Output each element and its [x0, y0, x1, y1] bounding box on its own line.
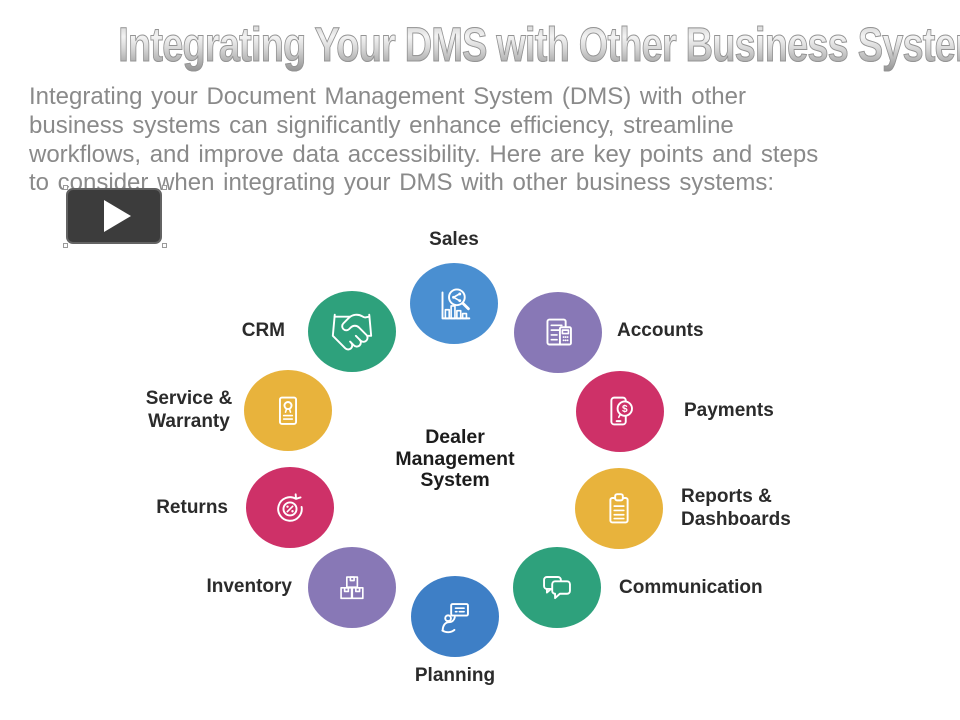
- accounts-label: Accounts: [617, 320, 704, 341]
- diagram-node-accounts: [514, 292, 602, 373]
- play-button[interactable]: [66, 188, 162, 244]
- crm-label: CRM: [241, 320, 285, 341]
- payments-label: Payments: [684, 400, 774, 421]
- selection-handle-se[interactable]: [162, 243, 167, 248]
- sales-label: Sales: [429, 229, 479, 250]
- diagram-node-planning: [411, 576, 499, 657]
- diagram-node-crm: [308, 291, 396, 372]
- diagram-node-payments: $: [576, 371, 664, 452]
- invoice-calculator-icon: [546, 318, 572, 345]
- chat-bubbles-icon: [543, 575, 571, 599]
- play-icon: [104, 200, 131, 232]
- inventory-label: Inventory: [206, 576, 292, 597]
- presentation-planning-icon: [441, 602, 469, 633]
- diagram-center-label: Dealer Management System: [395, 426, 515, 491]
- returns-label: Returns: [156, 497, 228, 518]
- clipboard-report-icon: [609, 492, 629, 523]
- slide-title: Integrating Your DMS with Other Business…: [118, 18, 960, 73]
- diagram-node-communication: [513, 547, 601, 628]
- inventory-boxes-icon: [340, 575, 364, 599]
- selection-handle-nw[interactable]: [63, 185, 68, 190]
- video-player-overlay: [63, 185, 167, 248]
- intro-paragraph: Integrating your Document Management Sys…: [29, 83, 944, 198]
- selection-handle-ne[interactable]: [162, 185, 167, 190]
- planning-label: Planning: [414, 665, 496, 686]
- mobile-payment-icon: $: [610, 396, 633, 425]
- selection-handle-sw[interactable]: [63, 243, 68, 248]
- warranty-certificate-icon: [278, 396, 298, 425]
- handshake-icon: [331, 313, 373, 350]
- diagram-node-sales: [410, 263, 498, 344]
- title-bar: Integrating Your DMS with Other Business…: [0, 18, 960, 73]
- intro-line-3: workflows, and improve data accessibilit…: [29, 140, 819, 168]
- diagram-node-reports: [575, 468, 663, 549]
- diagram-node-returns: [246, 467, 334, 548]
- intro-line-1: Integrating your Document Management Sys…: [29, 83, 746, 110]
- bar-chart-magnifier-icon: [441, 287, 471, 319]
- service-warranty-label: Service & Warranty: [145, 388, 233, 432]
- return-percent-icon: [277, 492, 303, 522]
- reports-dashboards-label: Reports & Dashboards: [681, 486, 791, 530]
- svg-text:$: $: [622, 404, 628, 415]
- diagram-node-service-warranty: [244, 370, 332, 451]
- diagram-node-inventory: [308, 547, 396, 628]
- intro-line-2: business systems can significantly enhan…: [29, 111, 734, 139]
- communication-label: Communication: [619, 577, 763, 598]
